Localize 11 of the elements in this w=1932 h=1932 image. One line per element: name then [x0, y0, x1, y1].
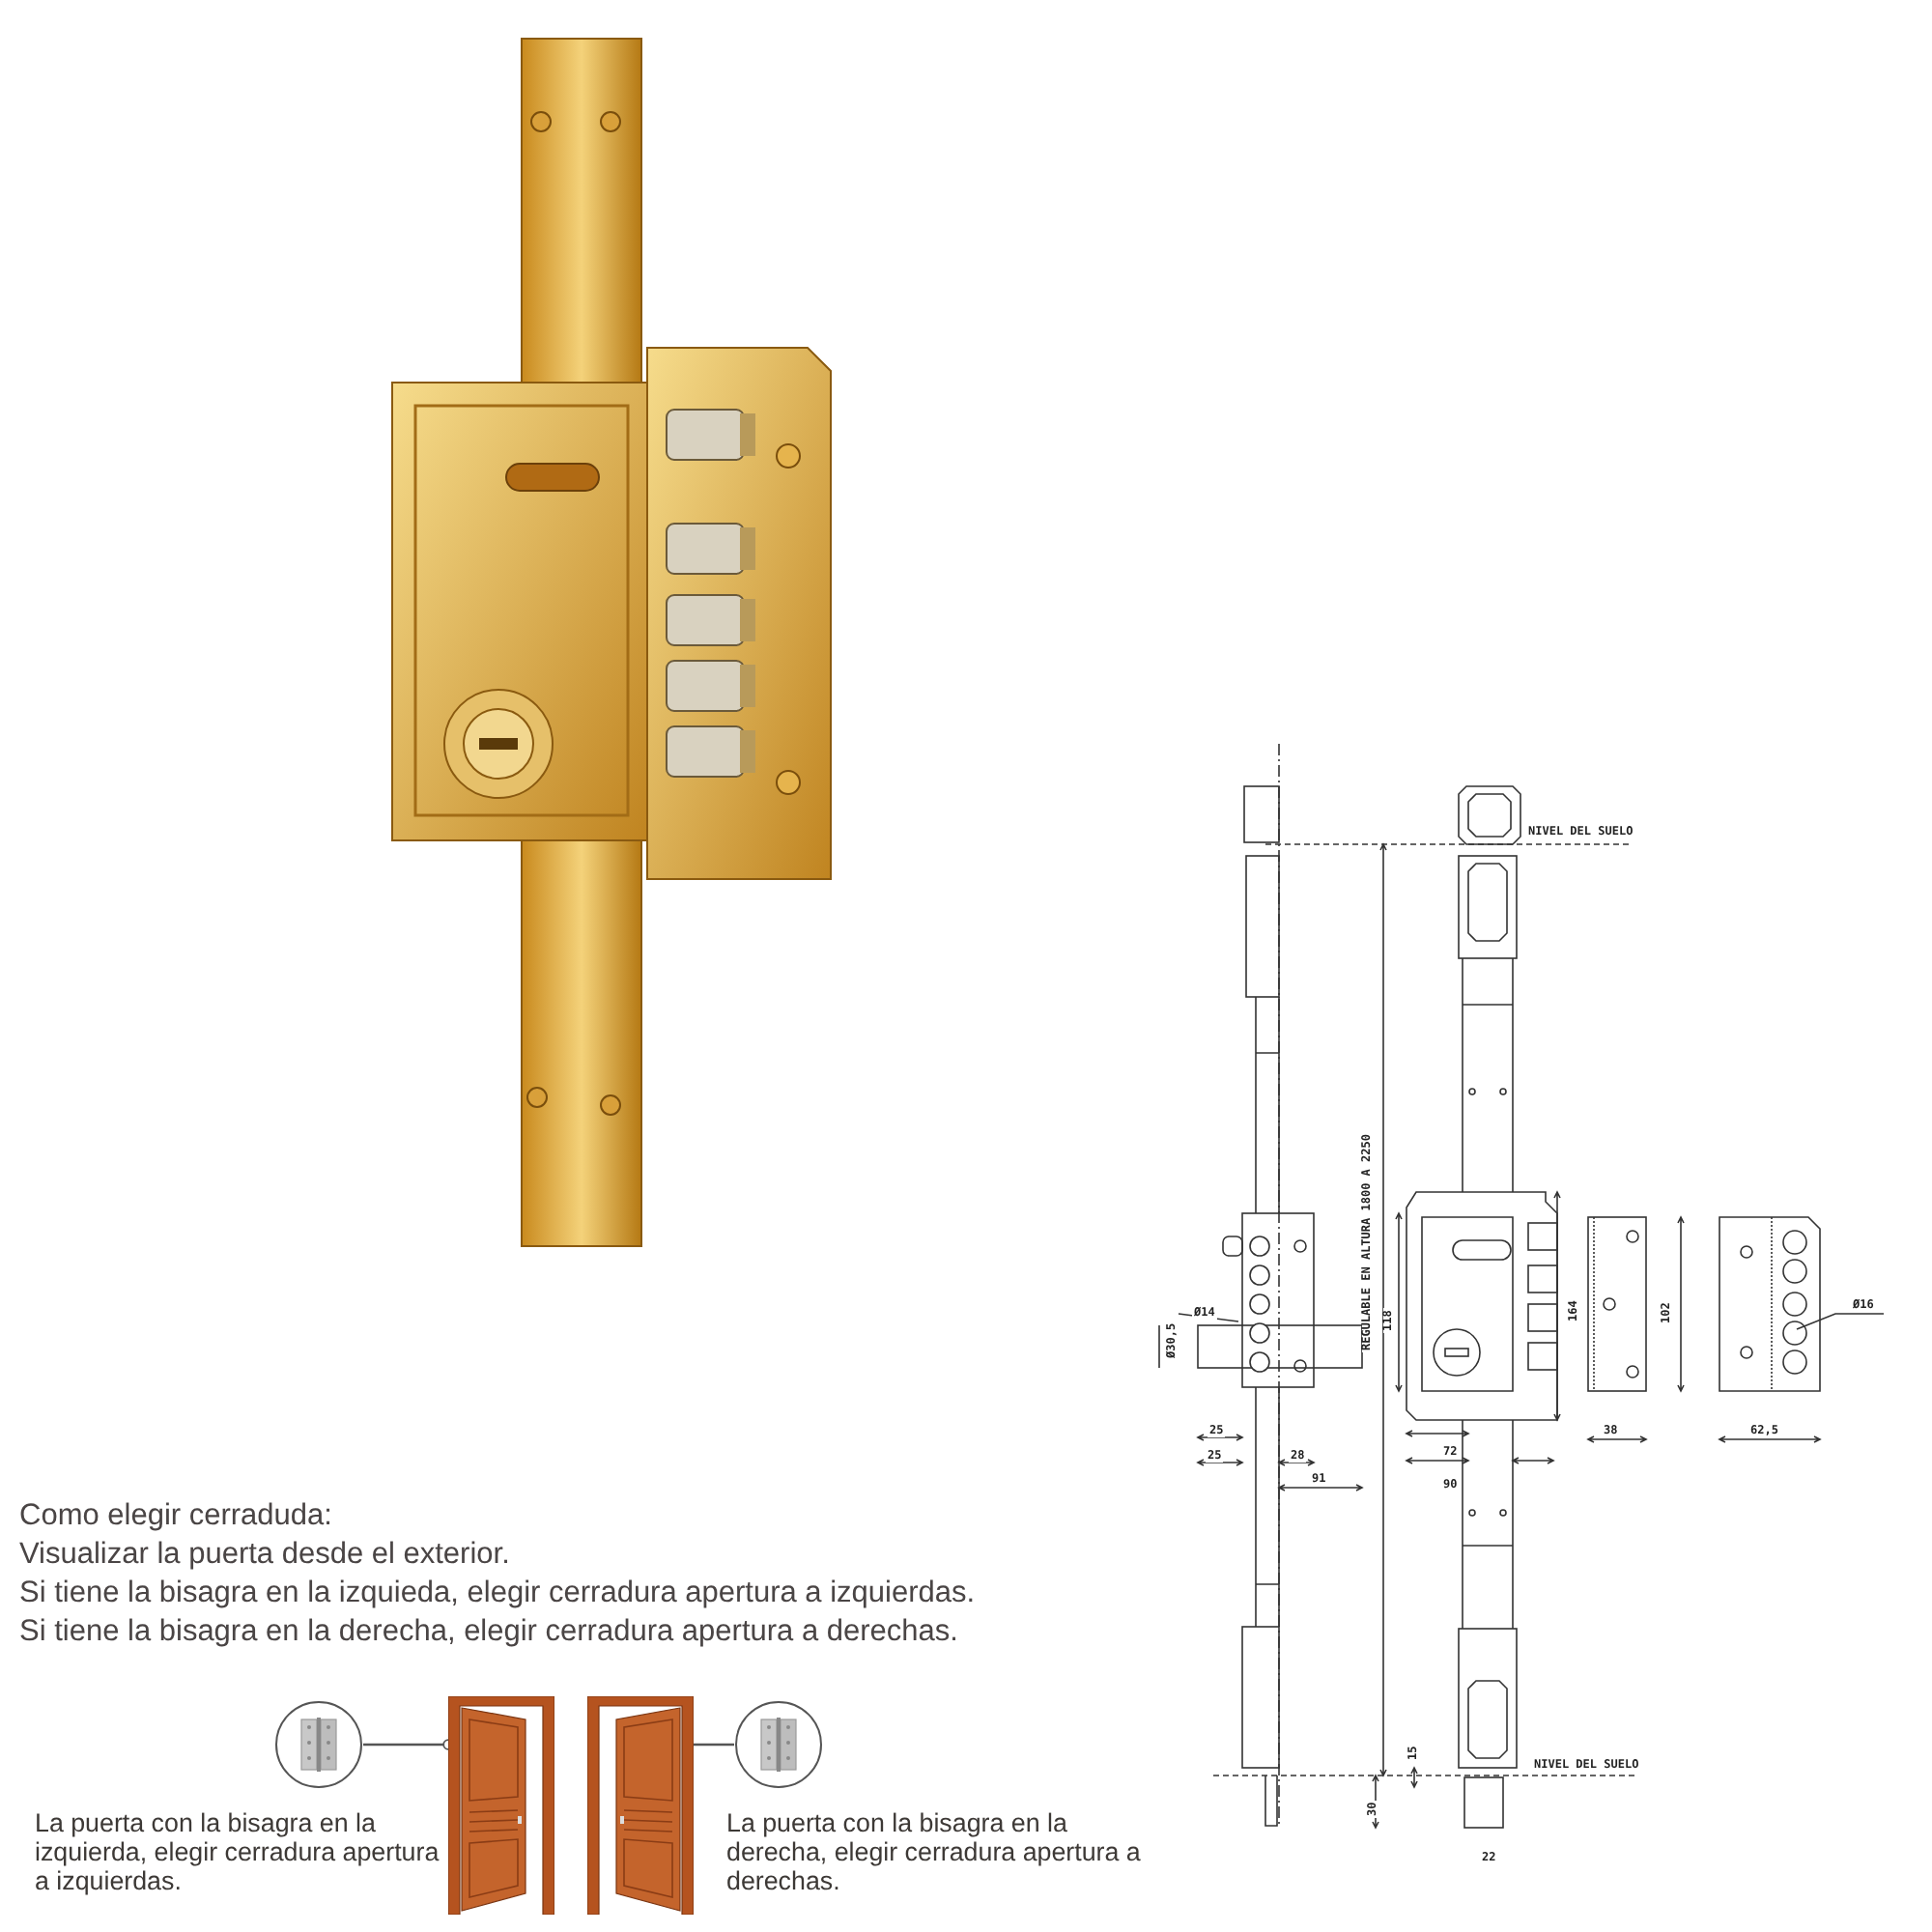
- door-caption: La puerta con la bisagra en la derecha, elegir cerradura apertura a derechas.: [726, 1808, 1142, 1895]
- heading: Como elegir cerraduda:: [19, 1501, 332, 1531]
- leader-line: [694, 1743, 734, 1747]
- door-picture: [448, 1696, 554, 1915]
- door-caption: La puerta con la bisagra en la izquierda, elegir cerradura apertura a izquierdas.: [35, 1808, 441, 1895]
- hinge-picture: [274, 1700, 363, 1789]
- door-picture: [587, 1696, 694, 1915]
- instruction-text: Visualizar la puerta desde el exterior.: [19, 1540, 510, 1570]
- instruction-text: Si tiene la bisagra en la izquieda, elegir cerradura apertura a izquierdas.: [19, 1578, 976, 1608]
- instruction-text: Si tiene la bisagra en la derecha, elegir cerradura apertura a derechas.: [19, 1617, 958, 1647]
- hinge-picture: [734, 1700, 823, 1789]
